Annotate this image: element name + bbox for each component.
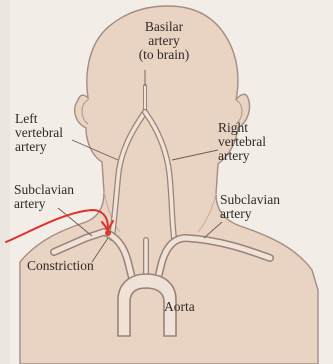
constriction-label: Constriction: [27, 259, 94, 273]
basilar-line-2: artery: [118, 34, 210, 48]
left-subclavian-artery-label: Subclavian artery: [14, 183, 74, 211]
right-subclavian-artery-label: Subclavian artery: [220, 193, 280, 221]
left-vertebral-line-2: vertebral: [15, 126, 63, 140]
right-vertebral-line-3: artery: [218, 149, 266, 163]
left-vertebral-line-1: Left: [15, 112, 63, 126]
left-vertebral-artery-label: Left vertebral artery: [15, 112, 63, 154]
basilar-artery-label: Basilar artery (to brain): [118, 20, 210, 62]
left-vertebral-line-3: artery: [15, 140, 63, 154]
aorta-label: Aorta: [164, 300, 195, 314]
basilar-line-1: Basilar: [118, 20, 210, 34]
subclavian-right-line-1: Subclavian: [220, 193, 280, 207]
subclavian-right-line-2: artery: [220, 207, 280, 221]
basilar-line-3: (to brain): [118, 48, 210, 62]
page-edge: [0, 0, 10, 364]
subclavian-left-line-2: artery: [14, 197, 74, 211]
subclavian-left-line-1: Subclavian: [14, 183, 74, 197]
right-vertebral-artery-label: Right vertebral artery: [218, 121, 266, 163]
right-vertebral-line-1: Right: [218, 121, 266, 135]
right-vertebral-line-2: vertebral: [218, 135, 266, 149]
